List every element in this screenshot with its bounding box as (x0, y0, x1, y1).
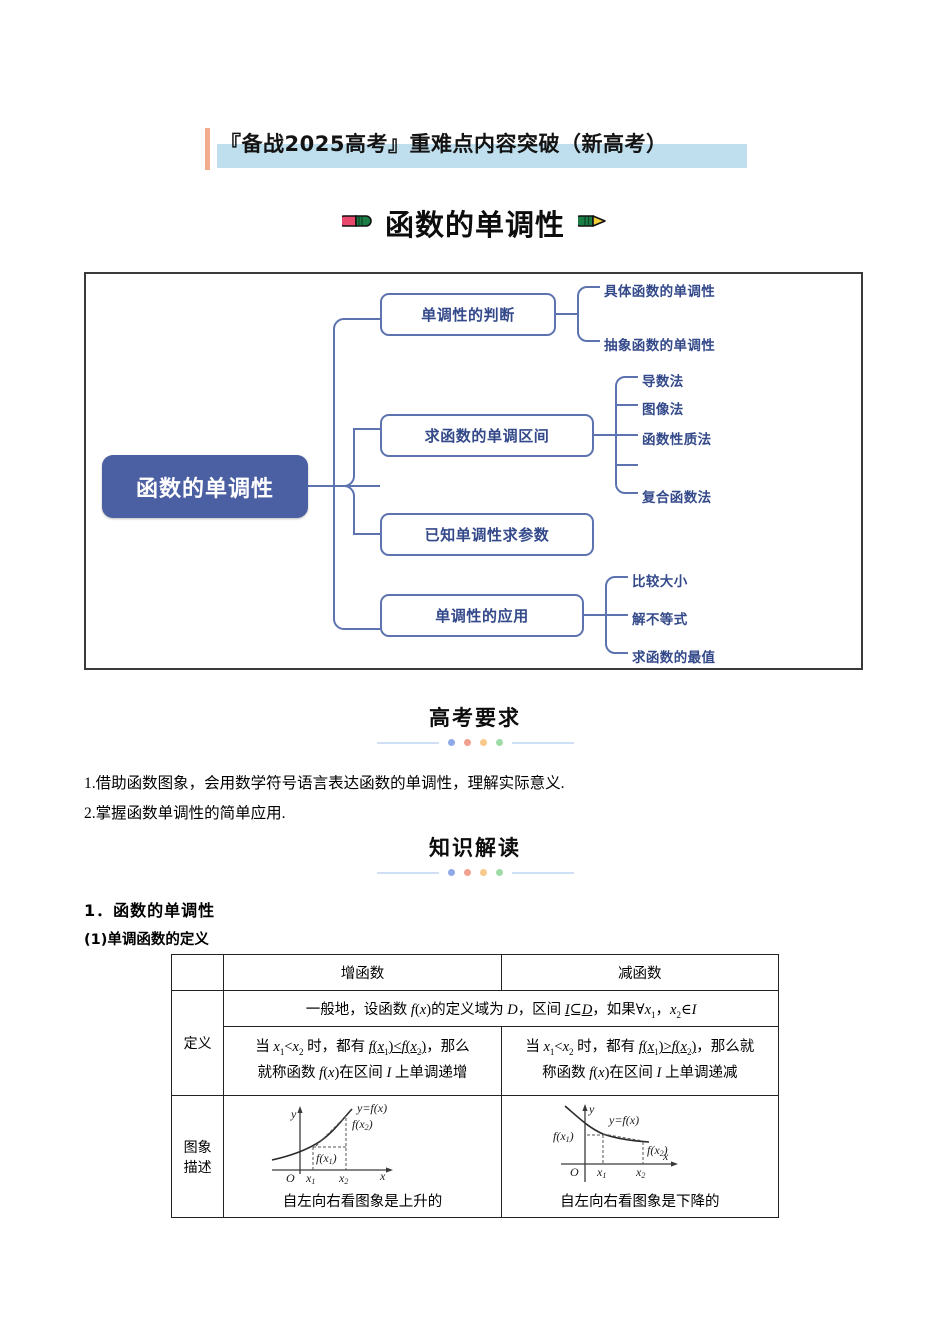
table-cell-increasing-definition: 当 x1<x2 时，都有 f(x1)<f(x2)，那么 就称函数 f(x)在区间… (223, 1026, 502, 1096)
rule-dot-7 (479, 869, 487, 876)
header-banner: 『备战2025高考』重难点内容突破（新高考） (205, 128, 765, 172)
mindmap-leaf-0-1[interactable]: 抽象函数的单调性 (604, 338, 716, 354)
svg-text:y=f(x): y=f(x) (356, 1102, 387, 1115)
rule-dot-6 (463, 869, 471, 876)
table-cell-general-statement: 一般地，设函数 f(x)的定义域为 D，区间 I⊆D，如果∀x1，x2∈I (223, 990, 779, 1027)
mindmap-leaf-1-3[interactable]: 复合函数法 (642, 490, 712, 506)
table-header-increasing: 增函数 (223, 954, 502, 991)
mindmap-connectors (308, 286, 638, 654)
mindmap-leaf-3-1[interactable]: 解不等式 (632, 612, 688, 628)
mindmap-leaf-1-2[interactable]: 函数性质法 (642, 432, 712, 448)
decreasing-graph-caption: 自左向右看图象是下降的 (560, 1194, 720, 1210)
banner-accent-bar (205, 128, 210, 170)
mindmap-branch-0[interactable]: 单调性的判断 (380, 293, 556, 336)
svg-text:x1: x1 (305, 1171, 315, 1186)
rule-dot-3 (479, 739, 487, 746)
rule-dot-5 (447, 869, 455, 876)
increasing-graph-caption: 自左向右看图象是上升的 (282, 1194, 443, 1210)
svg-text:O: O (570, 1165, 579, 1179)
mindmap-leaf-3-0[interactable]: 比较大小 (632, 574, 688, 590)
definition-table: 增函数 减函数 定义 一般地，设函数 f(x)的定义域为 D，区间 I⊆D，如果… (170, 954, 780, 1218)
heading-function-monotonicity: 1．函数的单调性 (84, 901, 216, 920)
section-title-knowledge: 知识解读 (429, 836, 521, 860)
rule-dot-4 (495, 739, 503, 746)
heading-monotonic-definition: (1)单调函数的定义 (84, 932, 209, 948)
mindmap-container: 函数的单调性 单调性的判断 求函数的单调区间 已知单调性求参数 单调性的应用 具… (84, 272, 863, 670)
section-header-requirements: 高考要求 (0, 702, 950, 746)
table-row-label-graph: 图象描述 (170, 1095, 225, 1218)
table-row-label-definition: 定义 (170, 990, 225, 1096)
section-rule-knowledge (0, 869, 950, 876)
svg-text:y=f(x): y=f(x) (608, 1113, 639, 1127)
section-rule-requirements (0, 739, 950, 746)
svg-text:x: x (379, 1169, 386, 1183)
svg-text:f(x1): f(x1) (553, 1129, 574, 1144)
mindmap-leaf-1-1[interactable]: 图像法 (642, 402, 684, 418)
svg-text:O: O (286, 1171, 295, 1185)
rule-line-left-2 (376, 871, 439, 874)
pencil-icon (574, 213, 608, 234)
mindmap-root-node[interactable]: 函数的单调性 (102, 455, 308, 518)
table-row-general: 定义 一般地，设函数 f(x)的定义域为 D，区间 I⊆D，如果∀x1，x2∈I (170, 990, 779, 1096)
mindmap-leaf-1-0[interactable]: 导数法 (642, 374, 684, 390)
svg-text:f(x2): f(x2) (647, 1143, 668, 1158)
decreasing-function-plot: y x O x1 x2 y=f(x) f(x1) f(x2) (553, 1102, 679, 1182)
rule-line-right (511, 741, 574, 744)
section-header-knowledge: 知识解读 (0, 832, 950, 876)
mindmap-branch-3[interactable]: 单调性的应用 (380, 594, 584, 637)
mindmap-branch-1[interactable]: 求函数的单调区间 (380, 414, 594, 457)
table-header-decreasing: 减函数 (500, 954, 780, 991)
section-title-requirements: 高考要求 (429, 706, 521, 730)
rule-line-left (376, 741, 439, 744)
requirement-line-1: 1.借助函数图象，会用数学符号语言表达函数的单调性，理解实际意义. (84, 775, 565, 792)
svg-text:f(x1): f(x1) (316, 1151, 337, 1166)
rule-dot-1 (447, 739, 455, 746)
eraser-icon (338, 213, 372, 234)
table-cell-decreasing-definition: 当 x1<x2 时，都有 f(x1)>f(x2)，那么就 称函数 f(x)在区间… (500, 1026, 780, 1096)
table-cell-decreasing-graph: y x O x1 x2 y=f(x) f(x1) f(x2) 自左向右看图象是下… (500, 1095, 780, 1218)
svg-text:y: y (588, 1102, 595, 1116)
mindmap-leaf-3-2[interactable]: 求函数的最值 (632, 650, 716, 666)
banner-highlight (217, 144, 747, 168)
mindmap-leaf-0-0[interactable]: 具体函数的单调性 (604, 284, 716, 300)
table-row-graphs: 图象描述 (170, 1095, 780, 1218)
svg-text:y: y (290, 1107, 297, 1121)
svg-text:x1: x1 (596, 1165, 606, 1180)
svg-text:f(x2): f(x2) (352, 1117, 373, 1132)
svg-text:x2: x2 (635, 1165, 645, 1180)
rule-line-right-2 (511, 871, 574, 874)
page-title: 函数的单调性 (384, 208, 565, 242)
mindmap-branch-2[interactable]: 已知单调性求参数 (380, 513, 594, 556)
table-header-row: 增函数 减函数 (170, 954, 780, 991)
table-cell-increasing-graph: y x O x1 x2 y=f(x) f(x2) f(x1) 自左向右看图象是上… (223, 1095, 502, 1218)
banner-title: 『备战2025高考』重难点内容突破（新高考） (220, 132, 668, 156)
table-row-definitions: 当 x1<x2 时，都有 f(x1)<f(x2)，那么 就称函数 f(x)在区间… (172, 1026, 780, 1096)
requirement-line-2: 2.掌握函数单调性的简单应用. (84, 805, 286, 822)
table-corner-cell (170, 954, 225, 991)
main-title-row: 函数的单调性 (0, 202, 950, 244)
rule-dot-2 (463, 739, 471, 746)
increasing-function-plot: y x O x1 x2 y=f(x) f(x2) f(x1) (271, 1102, 393, 1186)
svg-text:x: x (662, 1149, 669, 1163)
rule-dot-8 (495, 869, 503, 876)
svg-text:x2: x2 (338, 1171, 348, 1186)
